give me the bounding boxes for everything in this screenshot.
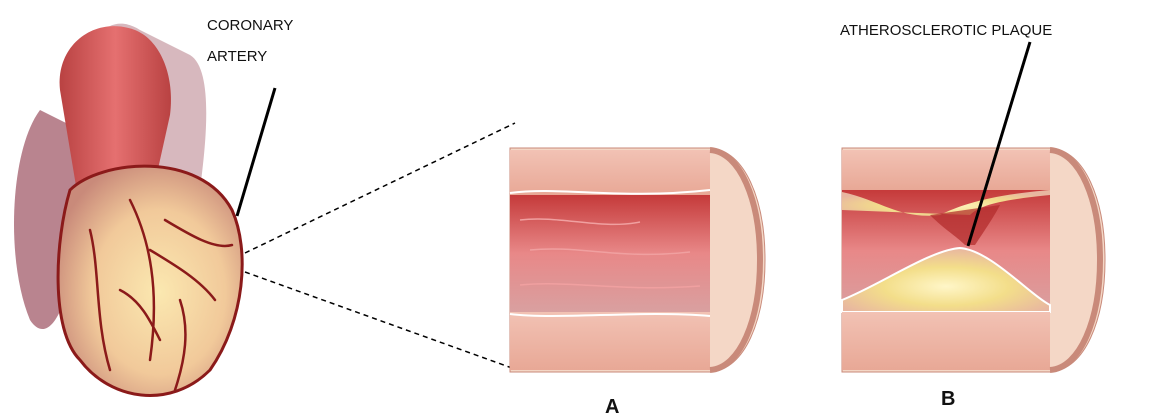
coronary-label-line1: CORONARY — [207, 15, 293, 46]
panel-a-label: A — [605, 396, 619, 419]
coronary-artery-label: CORONARY ARTERY — [207, 15, 293, 77]
artery-b-upper-wall — [842, 150, 1050, 190]
zoom-line-top — [245, 123, 515, 253]
artery-section-a — [510, 148, 765, 372]
artery-a-upper-wall — [510, 150, 710, 195]
artery-section-b — [842, 148, 1105, 372]
panel-b-label: B — [941, 388, 955, 411]
zoom-line-bottom — [245, 272, 512, 368]
coronary-pointer-line — [237, 88, 275, 216]
artery-b-lower-wall — [842, 312, 1050, 370]
heart-illustration — [14, 24, 242, 396]
artery-a-lower-wall — [510, 312, 710, 370]
coronary-label-line2: ARTERY — [207, 46, 293, 77]
plaque-label: ATHEROSCLEROTIC PLAQUE — [840, 22, 1052, 39]
